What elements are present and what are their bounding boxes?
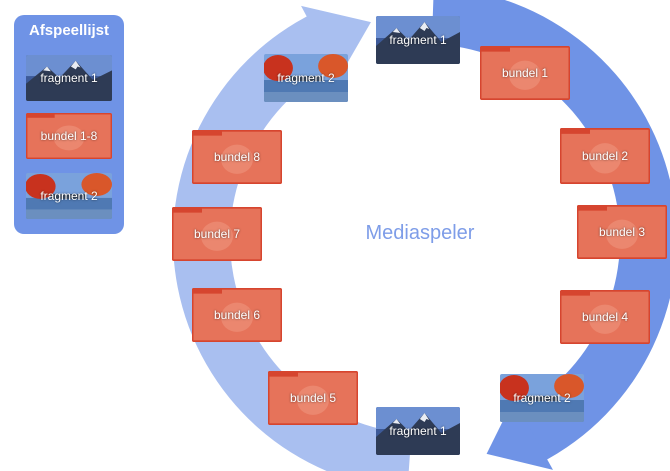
playlist-item[interactable]: fragment 2 — [26, 173, 112, 219]
node-label: bundel 5 — [289, 391, 337, 405]
bundle-node[interactable]: bundel 3 — [577, 205, 667, 259]
bundle-node[interactable]: bundel 2 — [560, 128, 650, 184]
media-player-title: Mediaspeler — [365, 222, 475, 244]
thumbnail-image — [26, 113, 112, 159]
thumbnail-image — [500, 374, 584, 422]
playlist-panel: Afspeellijst fragment 1 bundel 1-8 — [14, 15, 124, 234]
node-label: bundel 4 — [581, 310, 629, 324]
fragment-node[interactable]: fragment 2 — [500, 374, 584, 422]
ring-segment-right — [431, 0, 670, 464]
fragment-node[interactable]: fragment 2 — [264, 54, 348, 102]
node-label: bundel 8 — [213, 150, 261, 164]
thumbnail-image — [480, 46, 570, 100]
playlist-item-label: fragment 1 — [40, 71, 98, 85]
node-label: fragment 1 — [389, 33, 447, 47]
playlist-item-label: fragment 2 — [40, 189, 98, 203]
node-label: fragment 1 — [389, 424, 447, 438]
playlist-item-label: bundel 1-8 — [40, 129, 98, 143]
ring-arrowhead-bottom — [486, 399, 553, 470]
bundle-node[interactable]: bundel 6 — [192, 288, 282, 342]
bundle-node[interactable]: bundel 5 — [268, 371, 358, 425]
playlist-title: Afspeellijst — [28, 22, 110, 39]
thumbnail-image — [268, 371, 358, 425]
thumbnail-image — [192, 288, 282, 342]
thumbnail-image — [26, 173, 112, 219]
bundle-node[interactable]: bundel 4 — [560, 290, 650, 344]
playlist-item[interactable]: fragment 1 — [26, 55, 112, 101]
bundle-node[interactable]: bundel 8 — [192, 130, 282, 184]
ring-segment-left — [173, 12, 412, 471]
thumbnail-image — [172, 207, 262, 261]
thumbnail-image — [26, 55, 112, 101]
node-label: bundel 6 — [213, 308, 261, 322]
fragment-node[interactable]: fragment 1 — [376, 407, 460, 455]
thumbnail-image — [577, 205, 667, 259]
thumbnail-image — [192, 130, 282, 184]
fragment-node[interactable]: fragment 1 — [376, 16, 460, 64]
thumbnail-image — [560, 128, 650, 184]
thumbnail-image — [264, 54, 348, 102]
bundle-node[interactable]: bundel 1 — [480, 46, 570, 100]
node-label: fragment 2 — [513, 391, 571, 405]
ring-arrowhead-top — [301, 5, 371, 78]
thumbnail-image — [376, 407, 460, 455]
node-label: bundel 2 — [581, 149, 629, 163]
node-label: bundel 1 — [501, 66, 549, 80]
thumbnail-image — [560, 290, 650, 344]
bundle-node[interactable]: bundel 7 — [172, 207, 262, 261]
node-label: bundel 7 — [193, 227, 241, 241]
playlist-item[interactable]: bundel 1-8 — [26, 113, 112, 159]
node-label: fragment 2 — [277, 71, 335, 85]
thumbnail-image — [376, 16, 460, 64]
node-label: bundel 3 — [598, 225, 646, 239]
